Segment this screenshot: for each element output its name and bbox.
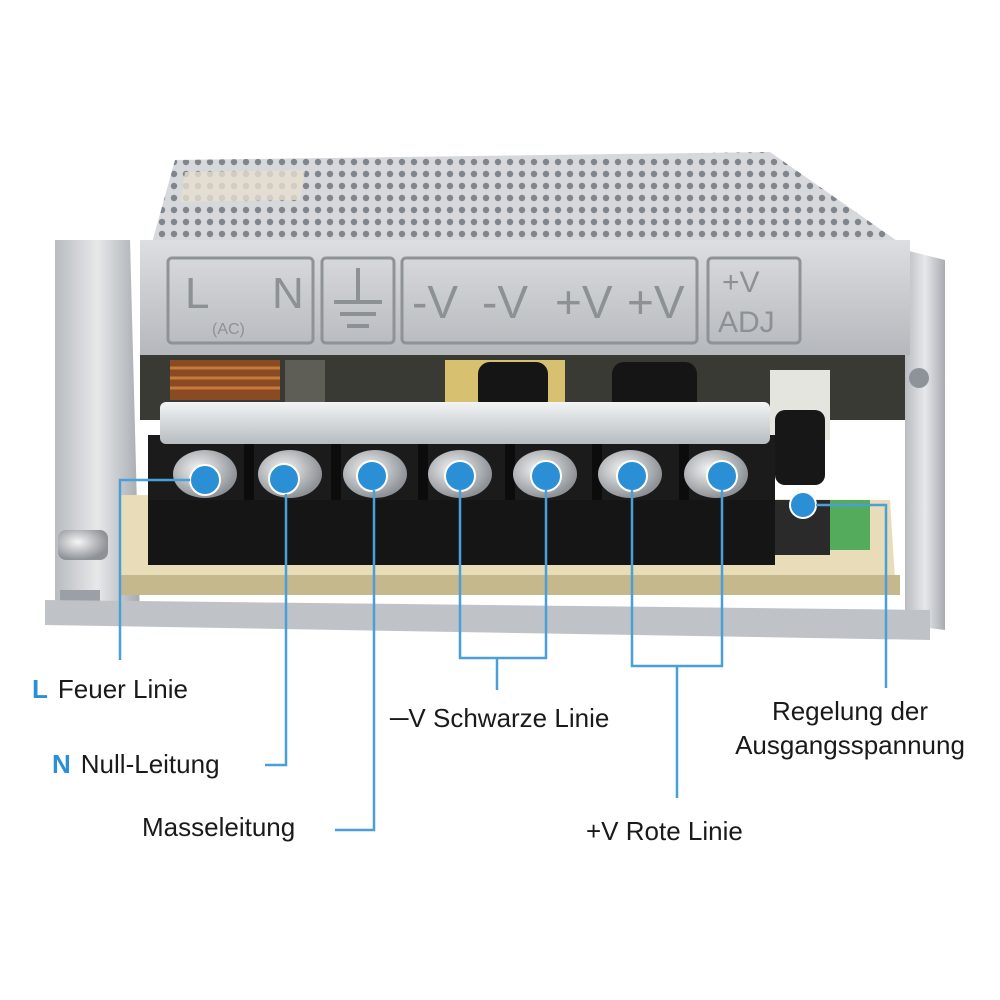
leader-line-adj <box>816 503 888 688</box>
terminal-dividers <box>244 444 689 500</box>
label-regelung-line1: Regelung der <box>771 696 929 726</box>
panel-label-ac: (AC) <box>212 321 245 338</box>
marker-dot-adj <box>789 491 817 519</box>
capacitor-side <box>775 410 825 485</box>
marker-dot-neg-2 <box>530 460 562 492</box>
label-positive-rote-linie: +V Rote Linie <box>586 816 743 846</box>
right-side-wall <box>905 250 945 630</box>
label-n-null-leitung: N Null-Leitung <box>52 751 220 777</box>
terminal-cover <box>160 402 770 444</box>
ac-label-frame <box>166 256 315 345</box>
transformer <box>285 360 325 405</box>
label-l-text: Feuer Linie <box>57 674 188 704</box>
dc-label-frame <box>400 256 699 345</box>
leader-line-neg <box>458 490 548 660</box>
label-negative-schwarze-linie: ─V Schwarze Linie <box>390 703 610 733</box>
label-n-letter: N <box>52 749 71 779</box>
marker-dot-n <box>268 463 300 495</box>
leader-line-n <box>265 494 288 767</box>
left-mount-screw <box>58 530 108 560</box>
label-masseleitung: Masseleitung <box>142 812 296 842</box>
ground-symbol-icon <box>334 268 382 328</box>
label-regelung-line2: Ausgangsspannung <box>735 730 965 761</box>
label-l-letter: L <box>32 674 48 704</box>
marker-dot-pos-1 <box>616 460 648 492</box>
leader-line-l <box>118 478 190 660</box>
marker-dot-l <box>189 464 221 496</box>
base-plate <box>45 600 930 640</box>
right-side-hole <box>909 368 929 388</box>
pcb-edge <box>120 575 900 595</box>
marker-dot-neg-1 <box>444 460 476 492</box>
marker-dot-pos-2 <box>706 460 738 492</box>
perforated-top-cover <box>150 152 910 250</box>
ground-label-frame <box>320 256 396 345</box>
top-sticker <box>180 170 305 202</box>
panel-label-v3: +V <box>555 276 613 328</box>
terminal-block-base <box>148 500 775 565</box>
copper-coil <box>170 360 280 400</box>
capacitor-right <box>612 362 697 412</box>
capacitor-left <box>478 362 548 412</box>
panel-label-l: L <box>185 269 209 318</box>
label-n-text: Null-Leitung <box>80 749 220 779</box>
adj-label-frame <box>706 256 802 345</box>
panel-label-adj: ADJ <box>718 306 775 339</box>
panel-label-v2: -V <box>482 276 528 328</box>
marker-dot-ground <box>356 460 388 492</box>
label-regelung: Regelung der Ausgangsspannung <box>715 694 985 763</box>
label-l-feuer-linie: L Feuer Linie <box>32 676 188 702</box>
leader-line-ground <box>335 490 376 832</box>
panel-label-n: N <box>272 269 304 318</box>
panel-label-v4: +V <box>627 276 685 328</box>
panel-label-v1: -V <box>412 276 458 328</box>
panel-label-adj-v: +V <box>722 266 760 299</box>
